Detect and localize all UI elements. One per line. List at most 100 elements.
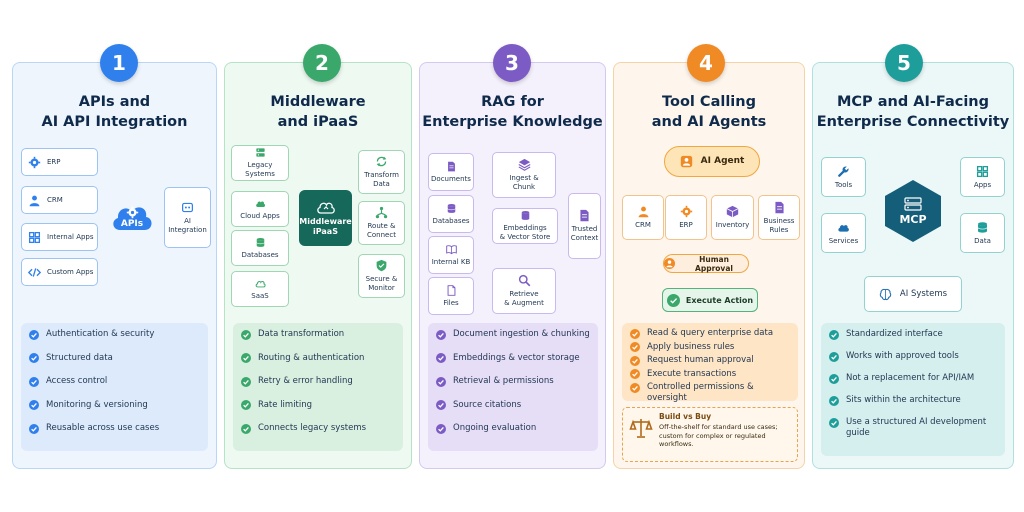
node-internal-apps: Internal Apps	[21, 223, 98, 251]
grid-icon	[28, 231, 41, 243]
node-label: Transform Data	[364, 171, 399, 188]
scale-icon	[629, 419, 653, 438]
hub-label: APIs	[120, 218, 144, 229]
cloud-icon	[255, 201, 265, 207]
list-text: Apply business rules	[647, 341, 735, 352]
node-label: Secure & Monitor	[365, 275, 398, 292]
list-text: Request human approval	[647, 355, 754, 365]
middleware-hub: Middleware iPaaS	[299, 190, 352, 246]
node-label: Business Rules	[763, 216, 795, 234]
title-line: Enterprise Connectivity	[816, 114, 1010, 130]
step-number-1: 1	[100, 44, 138, 82]
node-label: AI Integration	[168, 216, 207, 234]
list-text: Works with approved tools	[846, 351, 959, 361]
panel-title-mcp: MCP and AI-Facing Enterprise Connectivit…	[812, 92, 1014, 132]
check-icon	[241, 376, 251, 387]
list-item: Sits within the architecture	[829, 395, 999, 417]
tool-business-rules: Business Rules	[758, 195, 800, 240]
list-item: Rate limiting	[241, 400, 397, 424]
check-icon	[29, 376, 39, 387]
box-icon	[726, 205, 739, 218]
book-icon	[445, 244, 457, 254]
list-item: Retry & error handling	[241, 376, 397, 400]
node-label: Cloud Apps	[240, 211, 280, 220]
node-label: Legacy Systems	[245, 161, 275, 178]
database-icon	[977, 221, 988, 233]
panel-title-middleware: Middleware and iPaaS	[224, 92, 412, 132]
node-label: Databases	[432, 216, 470, 225]
node-ai-systems: AI Systems	[864, 276, 962, 312]
list-text: Embeddings & vector storage	[453, 352, 580, 363]
feature-list-middleware: Data transformation Routing & authentica…	[233, 323, 403, 451]
node-label: Data	[974, 236, 991, 245]
node-transform-data: Transform Data	[358, 150, 405, 194]
execute-action-node: Execute Action	[662, 288, 758, 312]
node-label: Internal Apps	[47, 232, 94, 241]
node-tools: Tools	[821, 157, 866, 197]
list-item: Standardized interface	[829, 329, 999, 351]
title-line: Enterprise Knowledge	[422, 114, 603, 130]
node-custom-apps: Custom Apps	[21, 258, 98, 286]
title-line: AI API Integration	[41, 114, 188, 130]
document-icon	[580, 209, 589, 222]
grid-icon	[976, 165, 989, 177]
build-vs-buy-title: Build vs Buy	[659, 412, 712, 421]
title-line: and iPaaS	[277, 114, 359, 130]
list-text: Execute transactions	[647, 368, 737, 379]
step-number-4: 4	[687, 44, 725, 82]
apis-hub: APIs	[108, 192, 156, 240]
list-item: Request human approval	[630, 355, 792, 369]
gear-icon	[28, 156, 41, 168]
list-text: Reusable across use cases	[46, 423, 160, 433]
hub-label: Middleware iPaaS	[299, 217, 352, 236]
title-line: and AI Agents	[651, 114, 767, 130]
list-text: Retry & error handling	[258, 376, 353, 386]
node-databases: Databases	[231, 230, 289, 266]
check-icon	[630, 382, 640, 393]
node-crm: CRM	[21, 186, 98, 214]
user-icon	[638, 206, 648, 218]
tool-crm: CRM	[622, 195, 664, 240]
list-text: Routing & authentication	[258, 352, 365, 363]
ai-agent-node: AI Agent	[664, 146, 760, 177]
check-icon	[829, 395, 839, 406]
gear-icon	[126, 206, 138, 218]
list-item: Monitoring & versioning	[29, 400, 202, 424]
list-item: Ongoing evaluation	[436, 423, 592, 447]
list-item: Source citations	[436, 400, 592, 424]
check-icon	[436, 400, 446, 410]
panel-title-apis: APIs and AI API Integration	[12, 92, 217, 132]
user-icon	[29, 195, 40, 206]
list-text: Use a structured AI development guide	[846, 417, 987, 438]
list-item: Access control	[29, 376, 202, 400]
list-text: Ongoing evaluation	[453, 423, 537, 433]
node-label: Internal KB	[431, 257, 471, 266]
list-text: Read & query enterprise data	[647, 328, 774, 338]
wrench-icon	[838, 165, 849, 177]
node-legacy-systems: Legacy Systems	[231, 145, 289, 181]
shield-icon	[376, 259, 387, 272]
check-icon	[630, 328, 640, 339]
list-text: Connects legacy systems	[258, 423, 367, 433]
tool-erp: ERP	[665, 195, 707, 240]
check-icon	[241, 400, 251, 410]
node-label: Databases	[241, 250, 279, 259]
cloud-upload-icon	[316, 202, 335, 214]
check-icon	[829, 417, 839, 428]
document-icon	[774, 201, 784, 213]
node-label: Inventory	[715, 221, 750, 229]
list-item: Routing & authentication	[241, 353, 397, 377]
server-icon	[904, 196, 922, 211]
robot-icon	[680, 155, 692, 168]
check-icon	[29, 329, 39, 340]
list-item: Apply business rules	[630, 342, 792, 356]
node-documents: Documents	[428, 153, 474, 191]
check-icon	[829, 373, 839, 384]
node-ai-integration: AI Integration	[164, 187, 211, 248]
check-icon	[436, 329, 446, 340]
check-circle-icon	[666, 293, 680, 307]
feature-list-agents: Read & query enterprise data Apply busin…	[622, 323, 798, 403]
human-approval-node: Human Approval	[663, 254, 749, 273]
feature-list-mcp: Standardized interface Works with approv…	[821, 323, 1005, 456]
